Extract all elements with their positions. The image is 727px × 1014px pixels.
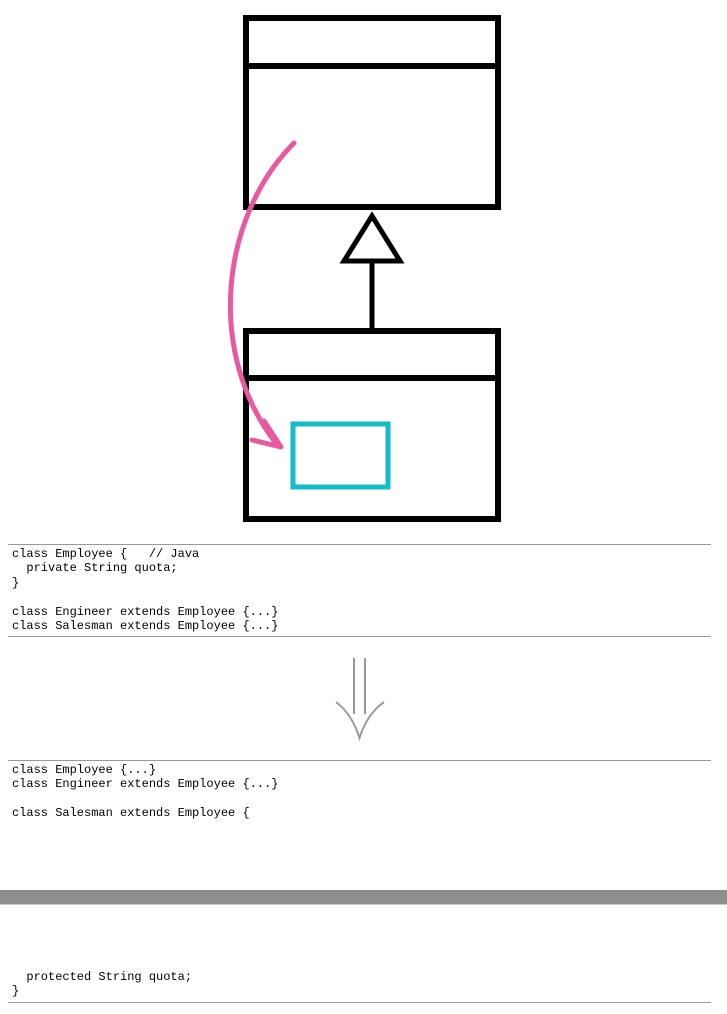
- code-line: [12, 590, 707, 604]
- subclass-box: [243, 328, 501, 522]
- code-before: class Employee { // Java private String …: [8, 544, 711, 637]
- page-break-bar: [0, 890, 727, 905]
- code-line: class Salesman extends Employee {...}: [12, 619, 279, 634]
- code-line: protected String quota;: [12, 970, 193, 984]
- code-line: class Engineer extends Employee {...}: [12, 777, 279, 792]
- down-double-arrow-icon: [335, 658, 385, 742]
- code-line: class Salesman extends Employee {: [12, 806, 250, 821]
- uml-class-diagram: [227, 15, 501, 522]
- code-line: private String quota;: [12, 561, 178, 576]
- code-line: }: [12, 575, 20, 590]
- code-line: [12, 792, 707, 806]
- code-after-top: class Employee {...}class Engineer exten…: [8, 760, 711, 826]
- inheritance-triangle-icon: [339, 211, 405, 264]
- code-line: class Employee {...}: [12, 763, 157, 777]
- superclass-box: [243, 15, 501, 210]
- code-line: class Employee { // Java: [12, 547, 200, 561]
- curved-move-arrow-icon: [227, 140, 297, 445]
- code-line: class Engineer extends Employee {...}: [12, 604, 279, 619]
- code-line: }: [12, 984, 20, 999]
- code-after-bottom: protected String quota;}: [8, 968, 711, 1003]
- curved-move-arrow-head: [249, 418, 284, 450]
- moved-field-box: [290, 421, 391, 490]
